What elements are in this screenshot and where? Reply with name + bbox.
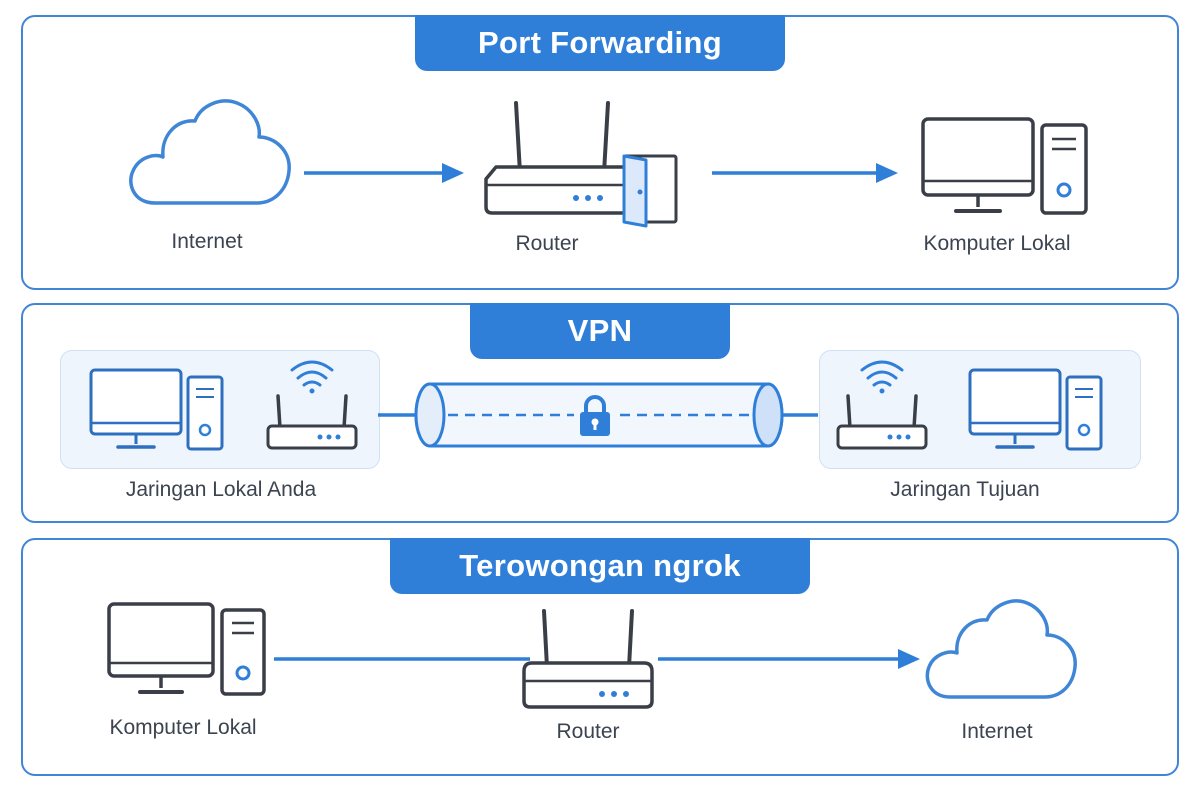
- computer-icon: [921, 117, 1088, 215]
- door-icon: [622, 154, 678, 228]
- router-label: Router: [556, 720, 620, 743]
- internet-label: Internet: [171, 230, 243, 253]
- wifi-router-icon: [836, 360, 928, 450]
- arrow-right-icon: [304, 163, 464, 183]
- cloud-icon: [925, 599, 1077, 699]
- computer-label: Komputer Lokal: [923, 232, 1071, 255]
- wifi-router-icon: [266, 360, 358, 450]
- port-forwarding-title: Port Forwarding: [415, 15, 785, 71]
- computer-label: Komputer Lokal: [109, 716, 257, 739]
- computer-icon: [89, 368, 224, 451]
- connection-line: [274, 657, 530, 661]
- internet-label: Internet: [961, 720, 1033, 743]
- arrow-right-icon: [658, 649, 920, 669]
- ngrok-title: Terowongan ngrok: [390, 538, 810, 594]
- router-label: Router: [515, 232, 579, 255]
- target-network-label: Jaringan Tujuan: [890, 478, 1040, 501]
- cloud-icon: [129, 99, 291, 205]
- computer-icon: [107, 602, 266, 696]
- local-network-label: Jaringan Lokal Anda: [125, 478, 317, 501]
- router-icon: [484, 101, 634, 215]
- arrow-right-icon: [712, 163, 898, 183]
- computer-icon: [968, 368, 1103, 451]
- router-icon: [522, 609, 654, 709]
- vpn-title: VPN: [470, 303, 730, 359]
- lock-icon: [580, 395, 610, 436]
